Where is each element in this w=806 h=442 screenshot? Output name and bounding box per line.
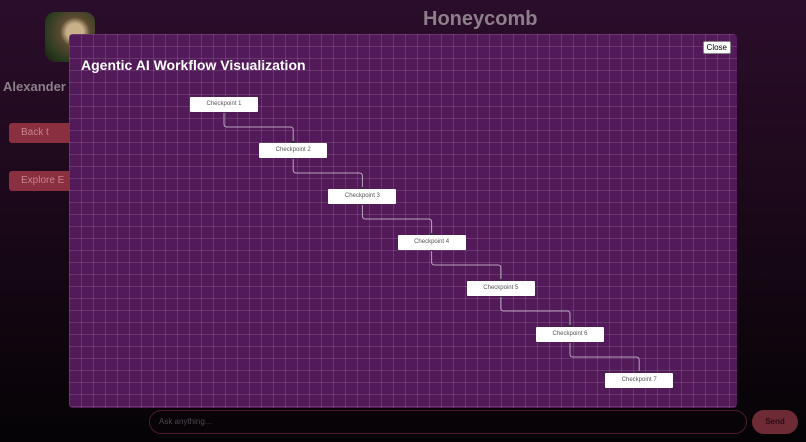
workflow-edges <box>222 94 641 390</box>
workflow-edge <box>500 295 571 327</box>
workflow-node[interactable]: Checkpoint 2 <box>259 142 328 158</box>
workflow-node[interactable]: Checkpoint 1 <box>190 96 258 112</box>
modal-title: Agentic AI Workflow Visualization <box>81 57 306 73</box>
workflow-node[interactable]: Checkpoint 6 <box>536 326 604 342</box>
workflow-edge <box>361 203 433 235</box>
user-name: Alexander <box>3 79 66 94</box>
close-button[interactable]: Close <box>702 41 731 54</box>
workflow-edge <box>569 341 640 373</box>
workflow-node[interactable]: Checkpoint 5 <box>466 280 535 296</box>
workflow-edge <box>431 249 502 281</box>
workflow-node[interactable]: Checkpoint 4 <box>397 234 466 250</box>
workflow-node[interactable]: Checkpoint 3 <box>328 188 397 204</box>
chat-input[interactable]: Ask anything... <box>149 410 747 434</box>
workflow-edge <box>292 157 363 189</box>
app-title: Honeycomb <box>423 8 538 30</box>
send-button[interactable]: Send <box>752 410 798 434</box>
workflow-edge <box>223 111 294 143</box>
workflow-node[interactable]: Checkpoint 7 <box>605 372 674 388</box>
workflow-modal: Agentic AI Workflow Visualization Close … <box>69 34 737 408</box>
